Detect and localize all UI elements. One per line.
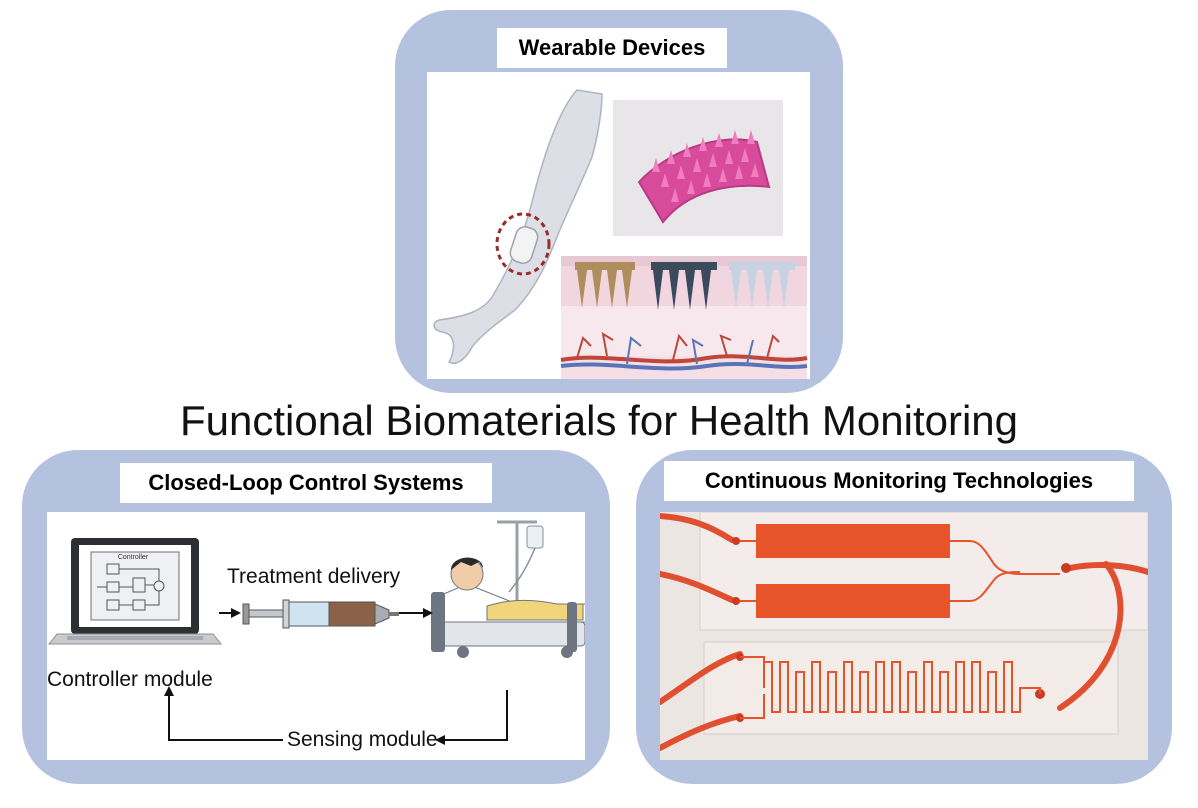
wearable-devices-panel: Wearable Devices (395, 10, 843, 393)
flow-arrows (168, 612, 508, 741)
microneedle-patch-photo (613, 100, 783, 236)
patch-highlight-circle (495, 212, 551, 276)
microfluidic-chip-photo (660, 512, 1148, 760)
continuous-monitoring-panel: Continuous Monitoring Technologies (636, 450, 1172, 784)
main-title: Functional Biomaterials for Health Monit… (179, 397, 1019, 444)
controller-module-label: Controller module (47, 668, 213, 691)
skin-cross-section (560, 256, 808, 379)
continuous-monitoring-title: Continuous Monitoring Technologies (664, 461, 1134, 501)
closed-loop-title: Closed-Loop Control Systems (120, 463, 492, 503)
sensing-module-label: Sensing module (287, 728, 438, 751)
treatment-delivery-label: Treatment delivery (227, 565, 401, 588)
controller-screen-label: Controller (118, 554, 149, 561)
syringe-illustration (242, 599, 399, 629)
closed-loop-figure: Controller (47, 512, 585, 760)
sensor-chamber-2 (756, 584, 950, 618)
patient-bed-illustration (431, 520, 585, 658)
wearable-devices-figure (427, 72, 810, 379)
closed-loop-panel: Closed-Loop Control Systems (22, 450, 610, 784)
wearable-devices-title: Wearable Devices (497, 28, 727, 68)
serpentine-channel (740, 656, 1041, 719)
laptop-illustration (47, 538, 223, 645)
sensor-chamber-1 (756, 524, 950, 558)
arm-illustration (433, 89, 603, 364)
wearable-patch (509, 226, 539, 264)
